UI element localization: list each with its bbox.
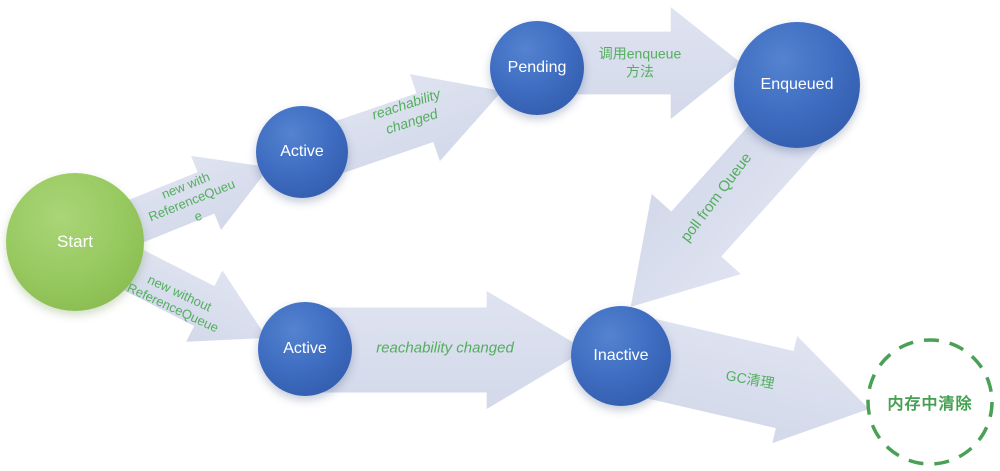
- node-cleared-label: 内存中清除: [887, 396, 973, 413]
- node-pending: Pending: [490, 21, 584, 115]
- node-active-top-label: Active: [280, 143, 324, 160]
- node-inactive-label: Inactive: [593, 347, 649, 364]
- node-start-label: Start: [57, 232, 93, 251]
- edge-label-new-with-referencequeue: new with ReferenceQueu e: [146, 168, 238, 225]
- edge-label-reachability-changed-bottom: reachability changed: [376, 339, 514, 357]
- node-enqueued: Enqueued: [734, 22, 860, 148]
- edge-label-call-enqueue: 调用enqueue 方法: [598, 45, 682, 80]
- node-inactive: Inactive: [571, 306, 671, 406]
- dashed-circle-ring-icon: [866, 338, 994, 466]
- node-active-bottom-label: Active: [283, 340, 327, 357]
- node-active-top: Active: [256, 106, 348, 198]
- node-start: Start: [6, 173, 144, 311]
- node-active-bottom: Active: [258, 302, 352, 396]
- node-cleared-from-memory: 内存中清除: [864, 336, 996, 468]
- node-enqueued-label: Enqueued: [760, 76, 834, 93]
- node-pending-label: Pending: [507, 59, 567, 76]
